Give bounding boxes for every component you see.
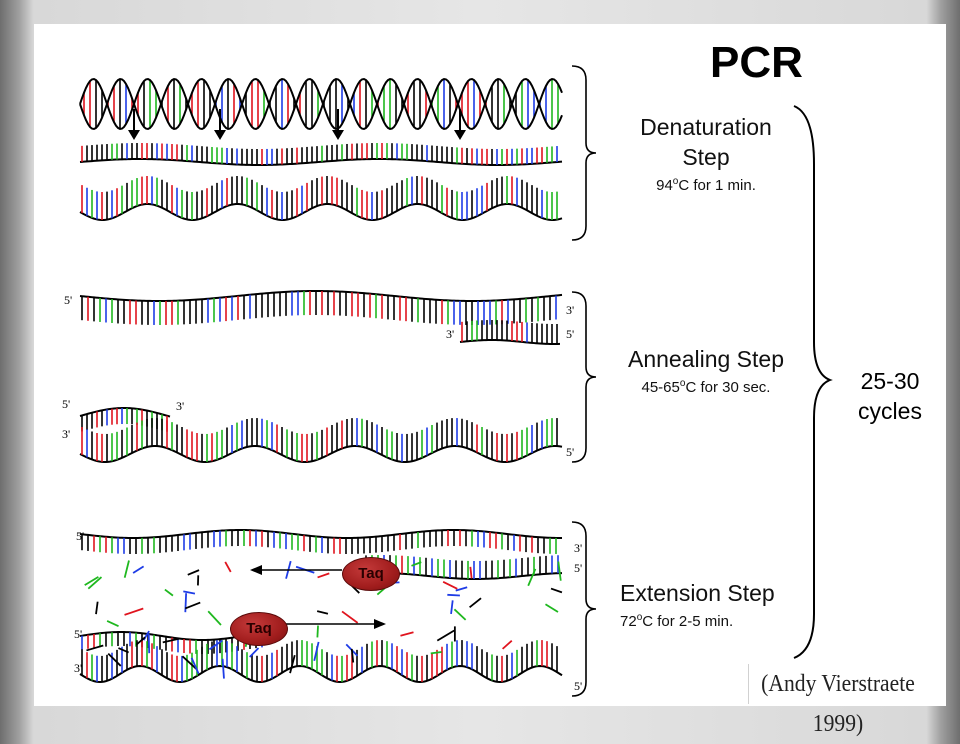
annealing-time: C for 30 sec. [685, 379, 770, 396]
separated-strand-top [80, 159, 562, 165]
denaturation-temp: 94 [656, 177, 673, 194]
strand-end-5: 5' [74, 627, 82, 641]
primer-top [460, 340, 560, 344]
strand-end-5: 5' [566, 327, 574, 341]
strand-end-3: 3' [62, 427, 70, 441]
taq-arrow-head [374, 619, 386, 629]
free-nucleotide [558, 562, 560, 581]
strand-end-3: 3' [74, 661, 82, 675]
denaturation-illustration [80, 79, 562, 220]
annealing-temp: 45-65 [642, 379, 680, 396]
page-title: PCR [710, 38, 803, 88]
strand-end-3: 3' [446, 327, 454, 341]
strand-end-5: 5' [566, 445, 574, 459]
strand-end-5: 5' [62, 397, 70, 411]
denaturation-step-label: Denaturation Step 94oC for 1 min. [606, 112, 806, 196]
free-nucleotide [545, 604, 558, 612]
annealing-title: Annealing Step [596, 344, 816, 374]
denaturation-brace [572, 66, 596, 240]
free-nucleotide [443, 582, 457, 589]
free-nucleotide [437, 631, 454, 641]
arrow-head [332, 130, 344, 140]
free-nucleotide [342, 611, 358, 622]
slide: 5' 3' 3' 5' 5' 3' 3' 5' 5' 3' 5' 5' 3' 5' PCR Denatu… [34, 24, 946, 706]
helix-strand [80, 79, 562, 129]
free-nucleotide [225, 562, 231, 572]
extension-temp: 72 [620, 613, 637, 630]
arrow-head [214, 130, 226, 140]
free-nucleotide [125, 561, 129, 578]
free-nucleotide [551, 589, 562, 593]
free-nucleotide [503, 641, 512, 649]
free-nucleotide [454, 609, 465, 620]
free-nucleotide [431, 652, 442, 653]
free-nucleotide [188, 570, 199, 575]
separated-strand-bottom [80, 204, 562, 220]
arrow-head [454, 130, 466, 140]
free-nucleotide [470, 598, 481, 607]
free-nucleotide [223, 659, 224, 679]
free-nucleotide [528, 569, 535, 586]
free-nucleotide [470, 567, 471, 578]
extension-time: C for 2-5 min. [642, 613, 733, 630]
cycles-count: 25-30 [840, 366, 940, 396]
free-nucleotide [165, 590, 173, 596]
cycles-word: cycles [840, 396, 940, 426]
strand-end-3: 3' [176, 399, 184, 413]
denaturation-word: Step [606, 142, 806, 172]
free-nucleotide [400, 632, 413, 636]
free-nucleotide [96, 602, 98, 614]
free-nucleotide [183, 591, 195, 593]
strand-end-5: 5' [64, 293, 72, 307]
denaturation-condition: 94oC for 1 min. [606, 172, 806, 196]
taq-arrow-head [250, 565, 262, 575]
annealing-illustration: 5' 3' 3' 5' 5' 3' 3' 5' [62, 291, 574, 462]
template-strand-bottom [80, 446, 562, 462]
taq-polymerase-bottom: Taq [230, 612, 288, 646]
cycles-label: 25-30 cycles [840, 366, 940, 426]
extension-illustration: 5' 3' 5' 5' 3' 5' [74, 529, 582, 693]
strand-end-3: 3' [574, 541, 582, 555]
free-nucleotide [185, 603, 200, 609]
free-nucleotide [317, 611, 328, 614]
free-nucleotide [133, 566, 144, 573]
credit-text: (Andy Vierstraete 1999) [748, 664, 927, 704]
free-nucleotide [163, 639, 179, 643]
free-nucleotide [107, 621, 118, 626]
free-nucleotide [185, 593, 186, 612]
annealing-step-label: Annealing Step 45-65oC for 30 sec. [596, 344, 816, 398]
extension-step-label: Extension Step 72oC for 2-5 min. [612, 578, 812, 632]
annealing-condition: 45-65oC for 30 sec. [596, 374, 816, 398]
arrow-head [128, 130, 140, 140]
helix-strand [80, 79, 562, 129]
annealing-brace [572, 292, 596, 462]
strand-end-5: 5' [574, 561, 582, 575]
strand-end-5: 5' [574, 679, 582, 693]
strand-end-3: 3' [566, 303, 574, 317]
free-nucleotide [318, 573, 330, 577]
strand-end-5: 5' [76, 529, 84, 543]
template-strand-top [80, 291, 562, 301]
denaturation-time: C for 1 min. [678, 177, 756, 194]
denaturation-title: Denaturation [606, 112, 806, 142]
extension-title: Extension Step [612, 578, 812, 608]
taq-polymerase-top: Taq [342, 557, 400, 591]
free-nucleotide [108, 654, 121, 666]
free-nucleotide [456, 587, 467, 590]
free-nucleotide [317, 626, 318, 638]
free-nucleotide [447, 595, 460, 596]
free-nucleotide [86, 646, 103, 651]
free-nucleotide [125, 608, 144, 614]
extension-condition: 72oC for 2-5 min. [612, 608, 812, 632]
free-nucleotide [250, 648, 259, 657]
free-nucleotide [208, 611, 221, 625]
free-nucleotide [451, 600, 453, 614]
